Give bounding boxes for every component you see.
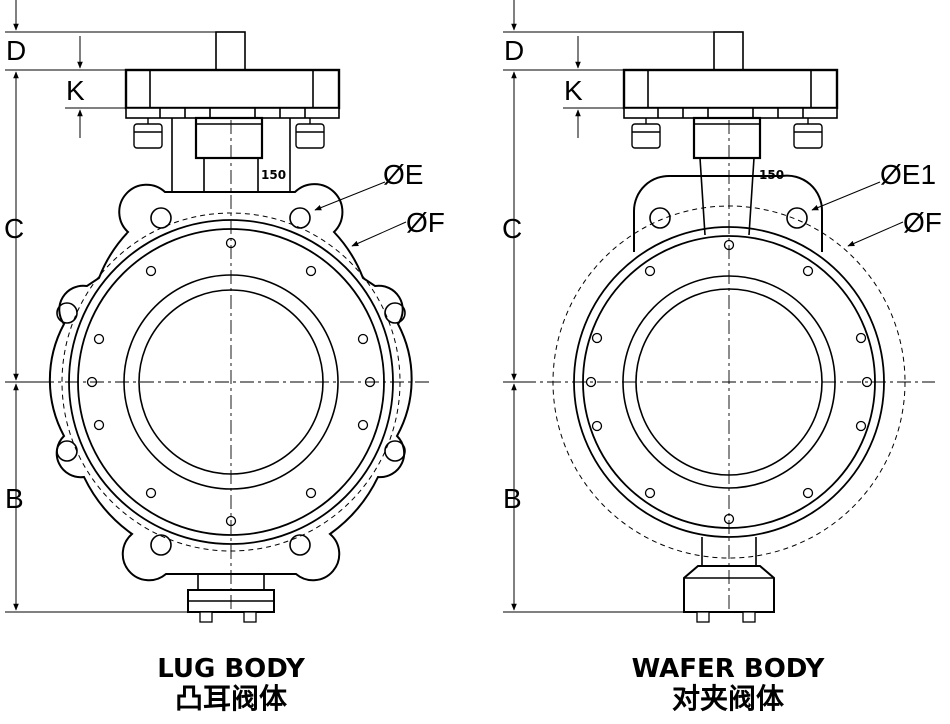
wafer-rating-label: 150 xyxy=(759,168,784,182)
lug-stem xyxy=(215,31,246,71)
lug-dim-d-label: D xyxy=(6,35,26,66)
wafer-dim-d-label: D xyxy=(504,35,524,66)
wafer-dim-e-label: ØE1 xyxy=(880,159,936,190)
wafer-top-plate xyxy=(622,68,839,119)
lug-dim-c-label: C xyxy=(4,213,24,244)
lug-centerlines xyxy=(40,120,430,612)
wafer-dim-k-label: K xyxy=(564,75,583,106)
lug-dim-e-label: ØE xyxy=(383,159,423,190)
lug-rating-label: 150 xyxy=(261,168,286,182)
wafer-dim-f-label: ØF xyxy=(903,207,942,238)
wafer-title-en: WAFER BODY xyxy=(631,654,825,684)
lug-body-drawing xyxy=(40,31,430,623)
lug-body-outline xyxy=(48,183,413,582)
lug-title-en: LUG BODY xyxy=(157,654,305,684)
lug-dim-b-label: B xyxy=(5,483,24,514)
wafer-body-drawing xyxy=(522,31,935,623)
wafer-dim-c-label: C xyxy=(502,213,522,244)
wafer-shoulder-outline xyxy=(632,174,824,252)
wafer-caption: WAFER BODY 对夹阀体 xyxy=(568,656,888,713)
wafer-stem xyxy=(713,31,744,71)
wafer-dimensions xyxy=(503,0,904,613)
wafer-dim-b-label: B xyxy=(503,483,522,514)
lug-caption: LUG BODY 凸耳阀体 xyxy=(71,656,391,713)
lug-title-zh: 凸耳阀体 xyxy=(174,682,287,715)
lug-top-nuts xyxy=(133,118,325,149)
wafer-shoulder-holes xyxy=(649,207,808,229)
wafer-centerlines xyxy=(522,120,935,612)
lug-dim-f-label: ØF xyxy=(406,207,445,238)
wafer-top-nuts xyxy=(631,118,823,149)
lug-dim-k-label: K xyxy=(66,75,85,106)
lug-top-plate xyxy=(124,68,341,119)
wafer-title-zh: 对夹阀体 xyxy=(671,682,784,715)
wafer-neck xyxy=(692,116,762,236)
lug-dimensions xyxy=(5,0,407,613)
lug-neck xyxy=(171,116,291,192)
